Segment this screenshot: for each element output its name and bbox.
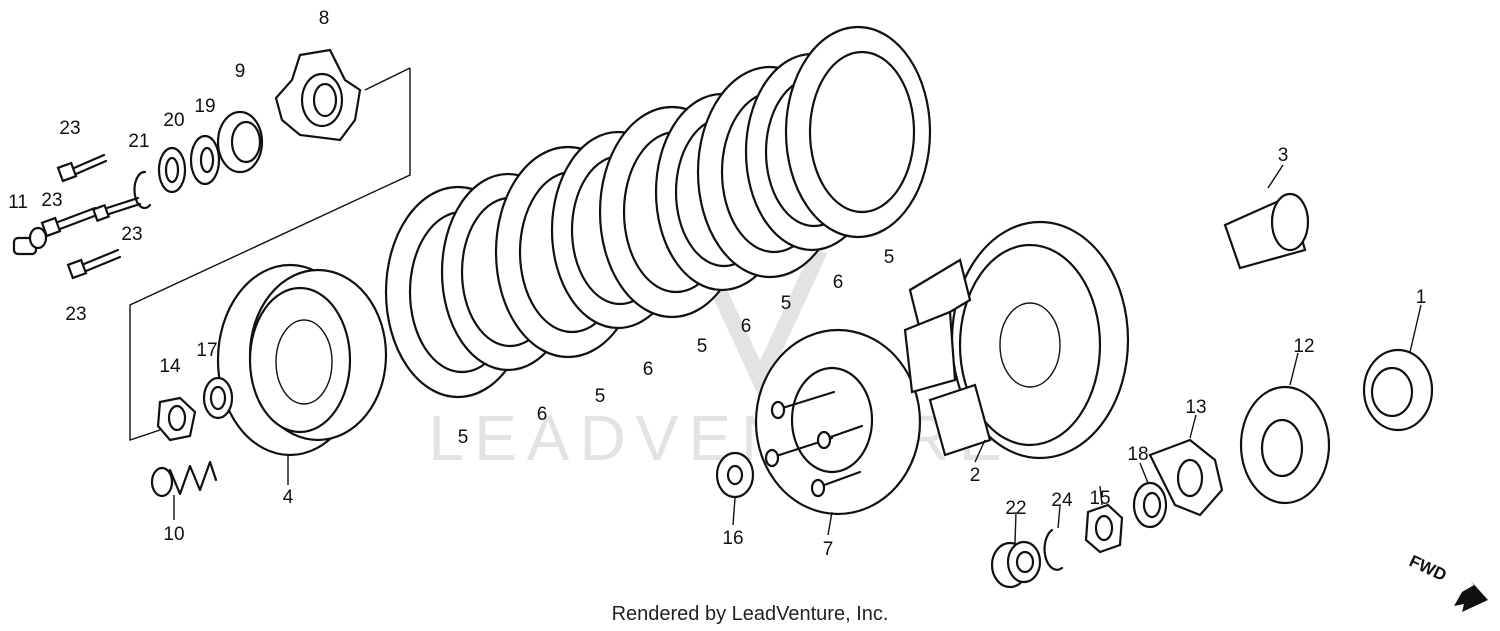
- needle-bearing-1: [1362, 348, 1434, 432]
- bolt-23-bottom: [66, 248, 122, 280]
- callout-16: 16: [722, 528, 743, 549]
- callout-17: 17: [196, 340, 217, 361]
- gear-12: [1239, 385, 1331, 505]
- watermark-logo: [692, 246, 828, 400]
- callout-15: 15: [1089, 488, 1110, 509]
- callout-6b: 6: [643, 359, 654, 380]
- callout-23c: 23: [121, 224, 142, 245]
- spring-10: [150, 460, 218, 498]
- callout-24: 24: [1051, 490, 1073, 511]
- friction-disc-5e: [784, 25, 932, 239]
- circlip-21: [133, 170, 152, 210]
- callout-leaders: [173, 164, 1422, 544]
- circlip-24: [1043, 528, 1064, 571]
- callout-1: 1: [1416, 287, 1427, 308]
- group-bracket-line-top: [364, 67, 411, 91]
- callout-4: 4: [283, 487, 294, 508]
- lifter-plate-8: [274, 48, 362, 142]
- collar-3: [1223, 192, 1310, 270]
- callout-20: 20: [163, 110, 184, 131]
- callout-5e: 5: [884, 247, 895, 268]
- callout-5d: 5: [781, 293, 792, 314]
- callout-2: 2: [970, 465, 981, 486]
- callout-14: 14: [159, 356, 181, 377]
- bolt-23-top: [56, 153, 108, 183]
- bearing-20: [157, 146, 187, 194]
- callout-9: 9: [235, 61, 246, 82]
- fwd-label: FWD: [1406, 551, 1449, 585]
- callout-3: 3: [1278, 145, 1289, 166]
- clutch-center-7: [754, 328, 922, 516]
- callout-23a: 23: [59, 118, 80, 139]
- washer-17: [202, 376, 234, 420]
- washer-16: [715, 451, 755, 499]
- callout-13: 13: [1185, 397, 1206, 418]
- callout-5c: 5: [697, 336, 708, 357]
- callout-5a: 5: [458, 427, 469, 448]
- footer-credit: Rendered by LeadVenture, Inc.: [612, 603, 889, 625]
- callout-18: 18: [1127, 444, 1148, 465]
- bolt-14: [156, 396, 197, 442]
- nut-15: [1084, 503, 1124, 554]
- callout-23b: 23: [41, 190, 62, 211]
- plate-13: [1148, 438, 1224, 517]
- bolt-23-mid: [91, 196, 142, 223]
- callout-11: 11: [8, 192, 28, 213]
- oil-seal-22: [990, 540, 1042, 589]
- callout-22: 22: [1005, 498, 1026, 519]
- pin-11: [12, 226, 48, 256]
- callout-numbers: 1 2 3 4 5 5 5 5 5 6 6 6 6 7 8 9 10 11 12…: [8, 8, 1426, 560]
- washer-19: [189, 134, 221, 186]
- pressure-plate-4: [216, 263, 388, 457]
- fwd-direction-arrow: FWD: [1406, 551, 1488, 612]
- callout-5b: 5: [595, 386, 606, 407]
- washer-18: [1132, 481, 1168, 529]
- bolt-23-left: [40, 206, 99, 238]
- callout-6a: 6: [537, 404, 548, 425]
- callout-6d: 6: [833, 272, 844, 293]
- group-bracket-line: [129, 68, 411, 441]
- callout-8: 8: [319, 8, 330, 29]
- callout-23d: 23: [65, 304, 86, 325]
- clutch-outer-2: [903, 220, 1130, 460]
- callout-6c: 6: [741, 316, 752, 337]
- callout-21: 21: [128, 131, 149, 152]
- callout-10: 10: [163, 524, 184, 545]
- callout-12: 12: [1293, 336, 1314, 357]
- bearing-9: [216, 110, 264, 174]
- callout-7: 7: [823, 539, 834, 560]
- callout-19: 19: [194, 96, 215, 117]
